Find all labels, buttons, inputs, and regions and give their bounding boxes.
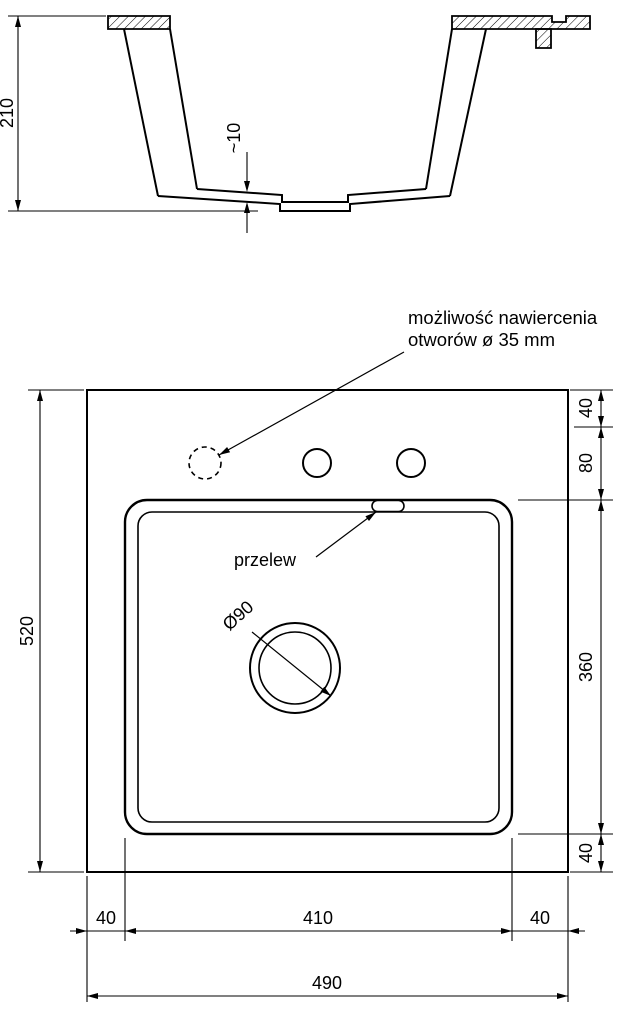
arrowhead-down [598, 489, 604, 500]
dim-490-label: 490 [312, 973, 342, 993]
arrowhead-down [244, 181, 250, 192]
section-right-flange [451, 15, 591, 30]
arrowhead-left [125, 928, 136, 934]
section-right-wall-inner [425, 28, 453, 190]
section-bottom-inner [196, 188, 427, 203]
overflow-slot [371, 499, 405, 513]
arrowhead-down [598, 416, 604, 427]
dim-10-label: ~10 [224, 123, 244, 154]
arrowhead-up [598, 390, 604, 401]
drain-diameter-leader [251, 631, 332, 697]
overflow-leader [315, 511, 377, 558]
dimension-chain-bottom: 40 410 40 [70, 838, 585, 1002]
faucet-hole-center [302, 448, 332, 478]
dimension-width-490: 490 [87, 973, 568, 999]
arrowhead-right [501, 928, 512, 934]
arrowhead-up [598, 427, 604, 438]
section-left-wall-outer [123, 28, 159, 197]
drill-note-leader [218, 351, 405, 456]
bowl-outer-edge [123, 498, 514, 836]
plan-view: możliwość nawiercenia otworów ø 35 mm pr… [17, 307, 613, 1002]
section-bottom-outer [157, 195, 451, 212]
arrowhead-left [568, 928, 579, 934]
drain-diameter-callout: Ø90 [219, 597, 332, 697]
dimension-bottom-thickness: ~10 [224, 123, 250, 233]
dim-right-40-bottom-label: 40 [576, 843, 596, 863]
arrowhead-left [87, 993, 98, 999]
drain-outer-circle [249, 622, 341, 714]
dim-right-80-label: 80 [576, 453, 596, 473]
arrowhead-down [37, 861, 43, 872]
dim-right-40-top-label: 40 [576, 398, 596, 418]
arrowhead-up [598, 834, 604, 845]
drill-note-line2: otworów ø 35 mm [408, 329, 555, 350]
arrowhead-up [244, 202, 250, 213]
dimension-height-520: 520 [17, 389, 84, 873]
arrowhead [365, 512, 376, 521]
overflow-label: przelew [234, 550, 297, 570]
section-left-wall-inner [169, 28, 198, 190]
dimension-height-210: 210 [0, 15, 258, 212]
arrowhead-right [76, 928, 87, 934]
drill-note: możliwość nawiercenia otworów ø 35 mm [218, 307, 598, 456]
arrowhead-up [15, 16, 21, 27]
dim-bottom-40-right-label: 40 [530, 908, 550, 928]
dim-bottom-410-label: 410 [303, 908, 333, 928]
dimension-chain-right: 40 80 360 40 [518, 389, 613, 873]
arrowhead [219, 447, 231, 455]
section-right-wall-outer [449, 28, 487, 197]
faucet-hole-right [396, 448, 426, 478]
dim-520-label: 520 [17, 616, 37, 646]
arrowhead-down [598, 823, 604, 834]
sink-outer-edge [86, 389, 569, 873]
optional-drill-hole [188, 446, 222, 480]
arrowhead-right [557, 993, 568, 999]
section-left-flange [107, 15, 171, 30]
section-right-tab [535, 28, 552, 49]
arrowhead-down [15, 200, 21, 211]
arrowhead-up [37, 390, 43, 401]
drain-diameter-label: Ø90 [219, 597, 258, 635]
bowl-inner-edge [137, 511, 500, 823]
arrowhead-down [598, 861, 604, 872]
dim-210-label: 210 [0, 98, 17, 128]
arrowhead [320, 686, 331, 696]
dim-bottom-40-left-label: 40 [96, 908, 116, 928]
arrowhead-up [598, 500, 604, 511]
drill-note-line1: możliwość nawiercenia [408, 307, 598, 328]
drain-inner-circle [258, 631, 332, 705]
overflow-callout: przelew [234, 511, 377, 570]
section-view: 210 ~10 [0, 15, 591, 233]
dim-right-360-label: 360 [576, 652, 596, 682]
